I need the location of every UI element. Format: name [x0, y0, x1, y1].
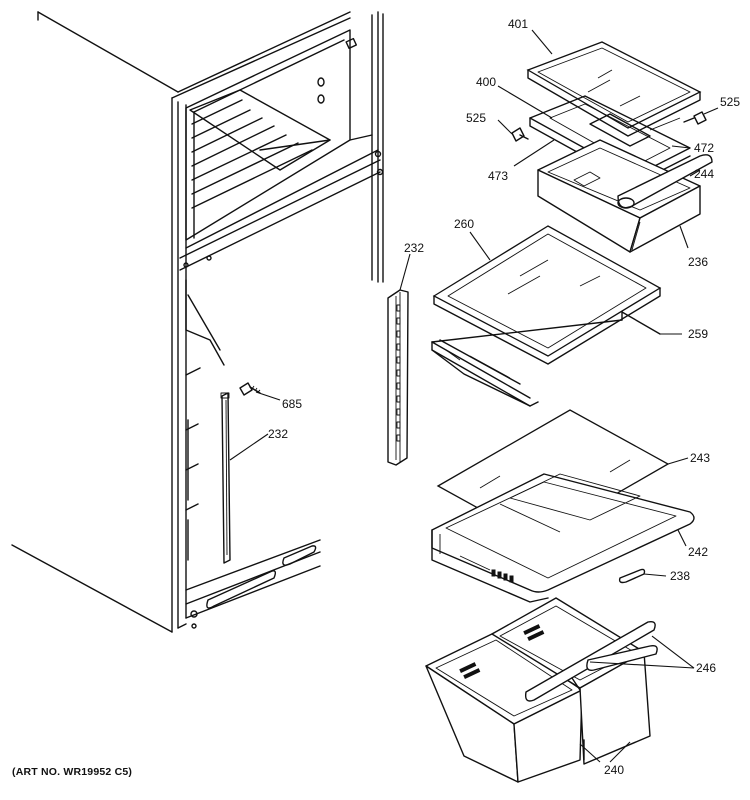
- callout-240: 240: [604, 763, 624, 777]
- callout-472: 472: [694, 141, 714, 155]
- crisper-drawer-left: [425, 631, 583, 783]
- shelf-support-right: [387, 289, 409, 466]
- screw-685: [239, 382, 261, 396]
- callout-400: 400: [476, 75, 496, 89]
- crisper-frame-242: [431, 473, 695, 603]
- drawer-236: [537, 139, 701, 253]
- callout-232-right: 232: [404, 241, 424, 255]
- callout-473: 473: [488, 169, 508, 183]
- callout-260: 260: [454, 217, 474, 231]
- callout-244: 244: [694, 167, 714, 181]
- callout-246: 246: [696, 661, 716, 675]
- refrigerator-cabinet: [11, 11, 384, 633]
- art-number: (ART NO. WR19952 C5): [12, 766, 133, 778]
- shelf-frame-259: [431, 311, 661, 407]
- callout-232-left: 232: [268, 427, 288, 441]
- callout-236: 236: [688, 255, 708, 269]
- callout-685: 685: [282, 397, 302, 411]
- drawer-cover-244: [617, 154, 713, 209]
- callout-525-left: 525: [466, 111, 486, 125]
- glass-shelf-401: [526, 41, 702, 137]
- glass-shelf-260: [432, 225, 662, 365]
- callout-525-right: 525: [720, 95, 740, 109]
- callout-238: 238: [670, 569, 690, 583]
- shelf-support-left: [220, 392, 231, 564]
- leader-lines: [229, 29, 719, 763]
- drawer-handle-246: [524, 620, 658, 761]
- screw-525-right: [683, 111, 707, 125]
- callout-243: 243: [690, 451, 710, 465]
- callout-242: 242: [688, 545, 708, 559]
- screw-525-left: [511, 127, 529, 142]
- callout-259: 259: [688, 327, 708, 341]
- callout-401: 401: [508, 17, 528, 31]
- slide-238: [618, 568, 646, 584]
